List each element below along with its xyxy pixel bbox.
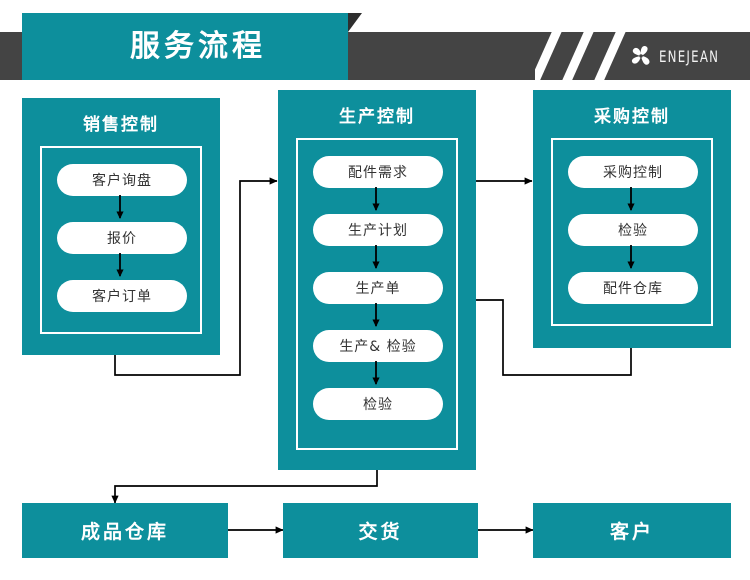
panel-title-sales: 销售控制 [83, 115, 159, 135]
panel-inner-frame-production: 配件需求 生产计划 生产单 生产& 检验 检验 [296, 138, 458, 450]
step-sales-0[interactable]: 客户询盘 [57, 164, 187, 196]
step-production-0[interactable]: 配件需求 [313, 156, 443, 188]
panel-sales-internal-arrows [116, 195, 124, 278]
step-production-1[interactable]: 生产计划 [313, 214, 443, 246]
step-sales-2[interactable]: 客户订单 [57, 280, 187, 312]
panel-purchasing-internal-arrows [627, 187, 635, 270]
panel-title-production: 生产控制 [339, 107, 415, 127]
header-banner: 服务流程 [22, 13, 348, 80]
step-purchasing-1[interactable]: 检验 [568, 214, 698, 246]
panel-sales-control: 销售控制 客户询盘 报价 客户订单 [22, 98, 220, 355]
step-production-3[interactable]: 生产& 检验 [313, 330, 443, 362]
step-production-4[interactable]: 检验 [313, 388, 443, 420]
step-production-2[interactable]: 生产单 [313, 272, 443, 304]
box-delivery[interactable]: 交货 [283, 503, 478, 558]
panel-title-purchasing: 采购控制 [594, 107, 670, 127]
box-customer[interactable]: 客户 [533, 503, 731, 558]
page-title: 服务流程 [130, 28, 266, 64]
brand-name: ENEJEAN [658, 46, 719, 66]
step-sales-1[interactable]: 报价 [57, 222, 187, 254]
panel-production-internal-arrows [372, 187, 380, 386]
step-purchasing-0[interactable]: 采购控制 [568, 156, 698, 188]
step-purchasing-2[interactable]: 配件仓库 [568, 272, 698, 304]
header-diagonal-stripes-icon [535, 32, 645, 80]
pinwheel-flower-icon [631, 45, 650, 65]
panel-inner-frame-purchasing: 采购控制 检验 配件仓库 [551, 138, 713, 326]
panel-production-control: 生产控制 配件需求 生产计划 生产单 生产& 检验 检验 [278, 90, 476, 470]
box-finished-goods-warehouse[interactable]: 成品仓库 [22, 503, 228, 558]
panel-inner-frame-sales: 客户询盘 报价 客户订单 [40, 146, 202, 334]
brand-logo: ENEJEAN [630, 44, 732, 68]
panel-purchasing-control: 采购控制 采购控制 检验 配件仓库 [533, 90, 731, 348]
connector-production-to-warehouse [111, 470, 378, 504]
banner-fold-shape [348, 13, 362, 32]
